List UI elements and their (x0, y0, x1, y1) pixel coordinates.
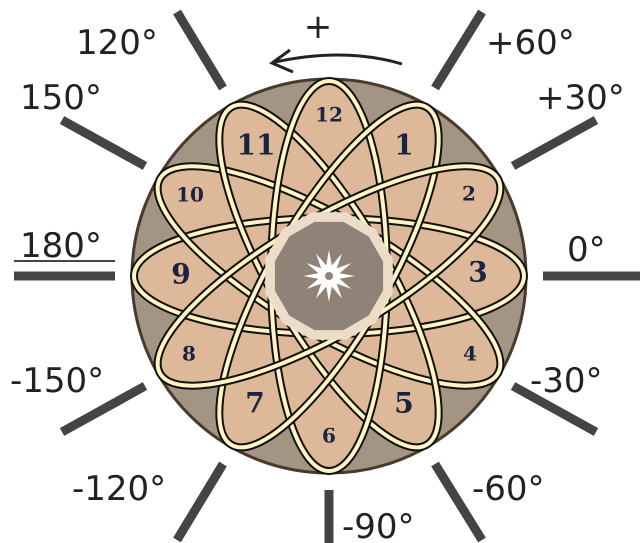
angle-label-30: +30° (536, 78, 625, 118)
dial-number-8: 8 (182, 342, 196, 366)
angle-label-minus90: -90° (342, 507, 415, 543)
angle-label-120: 120° (76, 23, 158, 63)
arrow-curve (274, 53, 403, 66)
tick-60 (431, 9, 486, 91)
angle-label-minus30: -30° (530, 361, 603, 401)
angle-label-0: 0° (567, 230, 606, 270)
angle-label-180: 180° (20, 226, 102, 266)
direction-sign: + (304, 7, 333, 47)
arrow-head (268, 48, 294, 74)
angle-label-minus120: -120° (72, 469, 166, 509)
star-core (325, 272, 333, 280)
dial-number-6: 6 (322, 424, 336, 448)
dial-number-2: 2 (462, 182, 476, 206)
tick-minus60 (431, 461, 486, 543)
tick-minus120 (173, 461, 227, 543)
dial-number-11: 11 (237, 129, 276, 162)
dial-numbers: 1 2 3 4 5 6 7 8 9 10 11 12 (171, 103, 487, 448)
dial-number-5: 5 (394, 387, 413, 420)
angle-label-minus150: -150° (10, 361, 104, 401)
tick-120 (173, 9, 227, 91)
dial-number-10: 10 (176, 183, 204, 207)
dial-number-1: 1 (394, 129, 413, 162)
angle-label-60: +60° (486, 23, 575, 63)
angle-label-150: 150° (20, 78, 102, 118)
tick-marks (14, 9, 640, 543)
angle-labels: 0° +30° +60° 120° 150° 180° -150° -120° … (10, 23, 625, 543)
angle-label-minus60: -60° (472, 469, 545, 509)
dial-number-12: 12 (315, 103, 343, 127)
dial-number-3: 3 (468, 256, 487, 289)
tick-30 (510, 116, 599, 170)
dial-number-7: 7 (245, 387, 264, 420)
tick-minus150 (59, 382, 148, 436)
tick-150 (59, 116, 148, 170)
dial-number-4: 4 (463, 342, 477, 366)
dial-number-9: 9 (171, 258, 190, 291)
tick-minus30 (510, 382, 599, 436)
rotation-arrow: + (268, 7, 403, 74)
